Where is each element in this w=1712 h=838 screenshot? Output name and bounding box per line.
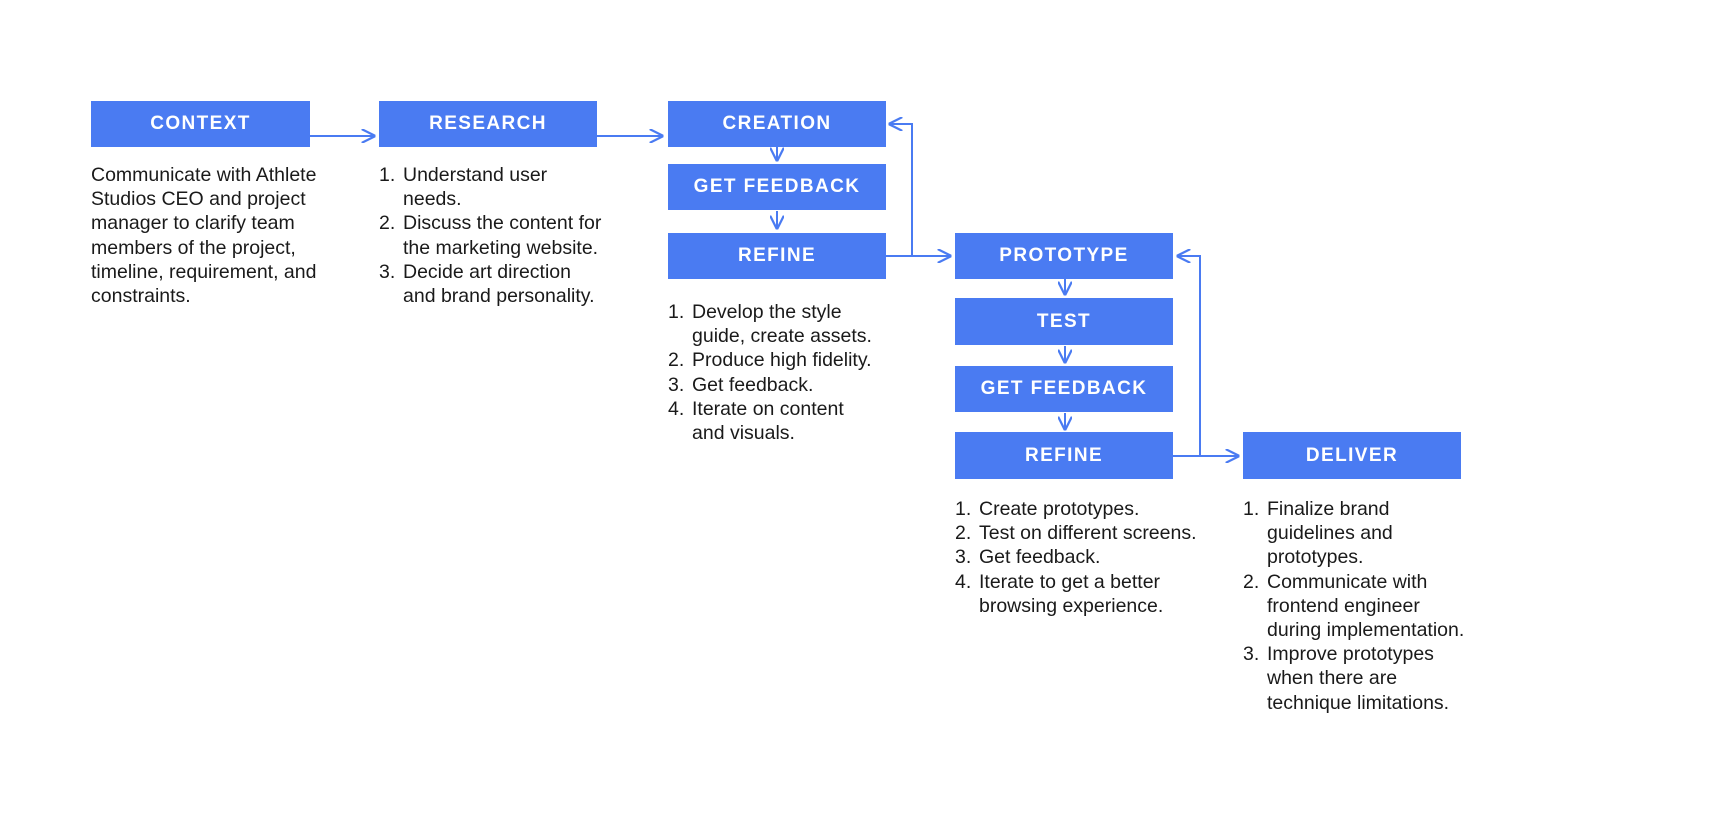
list-item: 4. Iterate to get a better browsing expe…: [955, 570, 1197, 618]
node-deliver[interactable]: DELIVER: [1243, 432, 1461, 479]
prototype-steps-list: 1. Create prototypes. 2. Test on differe…: [955, 497, 1197, 618]
research-steps: 1. Understand user needs. 2. Discuss the…: [379, 163, 605, 308]
list-item-number: 3.: [955, 546, 972, 569]
arrow-refine-loop-to-creation: [886, 124, 913, 257]
list-item-text: Communicate with frontend engineer durin…: [1267, 570, 1465, 642]
list-item: 3. Decide art direction and brand person…: [379, 260, 605, 308]
list-item: 3. Improve prototypes when there are tec…: [1243, 642, 1477, 715]
list-item-number: 4.: [668, 397, 685, 420]
node-get-feedback-2[interactable]: GET FEEDBACK: [955, 366, 1173, 412]
context-description: Communicate with Athlete Studios CEO and…: [91, 163, 319, 308]
node-context[interactable]: CONTEXT: [91, 101, 310, 147]
deliver-steps: 1. Finalize brand guidelines and prototy…: [1243, 497, 1477, 715]
node-get-feedback-2-label: GET FEEDBACK: [980, 378, 1148, 399]
list-item-text: Test on different screens.: [979, 522, 1197, 545]
list-item: 1. Understand user needs.: [379, 163, 605, 211]
node-test[interactable]: TEST: [955, 298, 1173, 345]
list-item-number: 2.: [379, 212, 396, 235]
list-item-text: Produce high fidelity.: [692, 349, 872, 372]
creation-steps: 1. Develop the style guide, create asset…: [668, 300, 874, 445]
node-get-feedback-1[interactable]: GET FEEDBACK: [668, 164, 886, 210]
node-prototype-label: PROTOTYPE: [999, 245, 1129, 266]
arrow-refine-loop-to-prototype: [1173, 256, 1201, 457]
list-item-text: Get feedback.: [692, 373, 814, 396]
context-description-text: Communicate with Athlete Studios CEO and…: [91, 164, 317, 308]
list-item-text: Create prototypes.: [979, 498, 1140, 520]
list-item: 1. Finalize brand guidelines and prototy…: [1243, 497, 1477, 570]
list-item: 1. Develop the style guide, create asset…: [668, 300, 874, 348]
list-item-number: 1.: [668, 301, 685, 323]
list-item: 2. Discuss the content for the marketing…: [379, 211, 605, 259]
list-item: 3. Get feedback.: [668, 373, 874, 397]
list-item-number: 3.: [379, 260, 396, 283]
list-item-text: Improve prototypes when there are techni…: [1267, 643, 1450, 714]
list-item: 3. Get feedback.: [955, 545, 1197, 569]
node-prototype[interactable]: PROTOTYPE: [955, 233, 1173, 279]
list-item-text: Discuss the content for the marketing we…: [403, 212, 602, 259]
list-item-number: 3.: [1243, 643, 1260, 666]
list-item: 2. Communicate with frontend engineer du…: [1243, 570, 1477, 643]
list-item-number: 2.: [1243, 570, 1260, 593]
node-creation-label: CREATION: [722, 113, 832, 134]
list-item: 2. Test on different screens.: [955, 521, 1197, 545]
deliver-steps-list: 1. Finalize brand guidelines and prototy…: [1243, 497, 1477, 715]
node-refine-2[interactable]: REFINE: [955, 432, 1173, 479]
list-item-text: Decide art direction and brand personali…: [403, 260, 595, 308]
list-item-number: 1.: [955, 498, 972, 520]
node-refine-1-label: REFINE: [737, 245, 817, 266]
list-item-number: 2.: [955, 522, 972, 545]
creation-steps-list: 1. Develop the style guide, create asset…: [668, 300, 874, 445]
list-item-text: Develop the style guide, create assets.: [692, 301, 872, 348]
node-deliver-label: DELIVER: [1305, 444, 1399, 466]
list-item-number: 1.: [379, 164, 396, 186]
node-context-label: CONTEXT: [150, 113, 251, 134]
list-item-number: 1.: [1243, 498, 1260, 520]
node-get-feedback-1-label: GET FEEDBACK: [693, 176, 861, 197]
list-item-text: Iterate on content and visuals.: [692, 397, 844, 445]
list-item-number: 3.: [668, 373, 685, 396]
prototype-steps: 1. Create prototypes. 2. Test on differe…: [955, 497, 1197, 618]
list-item-number: 4.: [955, 570, 972, 593]
list-item-text: Get feedback.: [979, 546, 1101, 569]
list-item: 2. Produce high fidelity.: [668, 348, 874, 372]
list-item: 1. Create prototypes.: [955, 497, 1197, 521]
list-item-text: Iterate to get a better browsing experie…: [979, 570, 1164, 617]
research-steps-list: 1. Understand user needs. 2. Discuss the…: [379, 163, 605, 308]
node-refine-2-label: REFINE: [1024, 444, 1104, 466]
node-test-label: TEST: [1036, 310, 1092, 332]
list-item-number: 2.: [668, 349, 685, 372]
node-creation[interactable]: CREATION: [668, 101, 886, 147]
node-research-label: RESEARCH: [429, 113, 547, 134]
list-item-text: Understand user needs.: [403, 164, 548, 211]
list-item-text: Finalize brand guidelines and prototypes…: [1267, 498, 1393, 569]
list-item: 4. Iterate on content and visuals.: [668, 397, 874, 445]
node-research[interactable]: RESEARCH: [379, 101, 597, 147]
node-refine-1[interactable]: REFINE: [668, 233, 886, 279]
